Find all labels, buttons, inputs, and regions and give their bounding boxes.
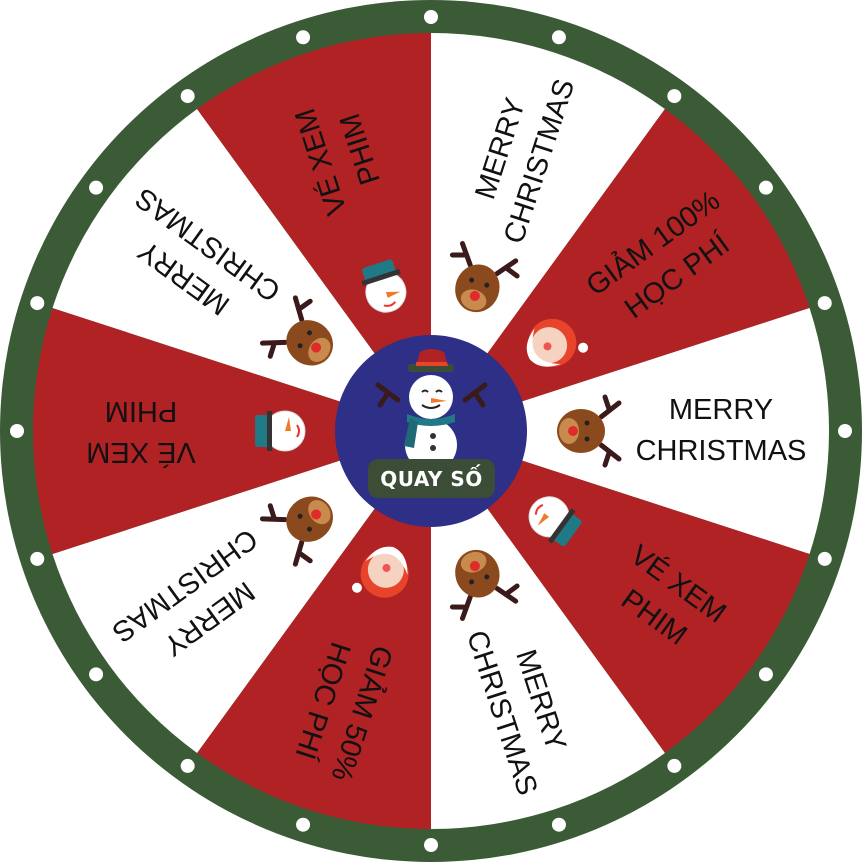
reindeer-icon (449, 241, 520, 313)
rim-light-dot (817, 551, 832, 566)
spin-button[interactable]: QUAY SỐ (368, 459, 495, 498)
rim-lights (10, 10, 852, 852)
rim-light-dot (180, 89, 195, 104)
rim-light-dot (30, 296, 45, 311)
rim-light-dot (30, 551, 45, 566)
rim-light-dot (89, 667, 104, 682)
rim-light-dot (89, 180, 104, 195)
rim-light-dot (424, 10, 438, 24)
rim-light-dot (667, 758, 682, 773)
reindeer-icon (259, 496, 333, 567)
wheel-segment (431, 33, 665, 431)
rim-light-dot (838, 424, 852, 438)
rim-light-dot (817, 296, 832, 311)
snowman-icon (375, 349, 488, 471)
reindeer-icon (557, 394, 622, 468)
segment-label-line: CHRISTMAS (636, 435, 807, 467)
rim-light-dot (424, 838, 438, 852)
reindeer-icon (259, 295, 333, 366)
snowman-icon (361, 259, 407, 313)
santa-icon (526, 318, 589, 367)
wheel-segment (33, 308, 431, 554)
rim-light-dot (667, 89, 682, 104)
wheel-segment (431, 308, 829, 554)
rim-light-dot (758, 667, 773, 682)
segment-label: MERRY CHRISTMAS (557, 394, 807, 468)
snowman-icon (255, 410, 306, 452)
rim-light-dot (551, 817, 566, 832)
snowman-icon (528, 496, 582, 547)
wheel-segment (52, 431, 432, 753)
rim-light-dot (10, 424, 24, 438)
rim-light-dot (758, 180, 773, 195)
wheel-segment (431, 431, 810, 753)
wheel-segment (431, 431, 665, 829)
rim-light-dot (296, 30, 311, 45)
reindeer-icon (449, 549, 520, 621)
santa-icon (351, 546, 409, 598)
segment-label-line: MERRY (669, 394, 773, 426)
wheel-segment (431, 109, 810, 432)
segment-label-line: PHIM (105, 395, 178, 427)
wheel-segment (197, 33, 431, 431)
rim-light-dot (551, 30, 566, 45)
rim-light-dot (180, 758, 195, 773)
wheel-segment (197, 431, 431, 829)
wheel-segment (52, 109, 432, 432)
segment-label: VÉ XEM PHIM (86, 395, 306, 469)
segment-label-line: VÉ XEM (86, 436, 196, 469)
rim-light-dot (296, 817, 311, 832)
wheel-hub (335, 335, 527, 527)
